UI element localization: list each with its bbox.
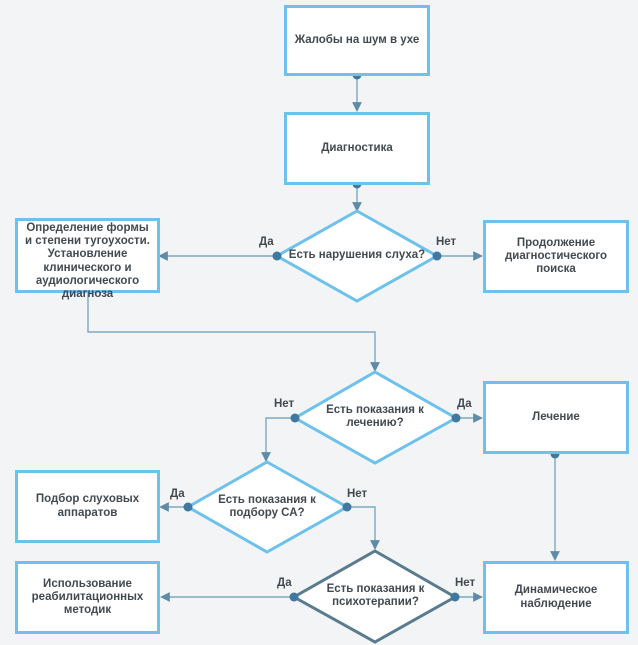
treatment-decision-diamond <box>291 370 460 465</box>
complaint-text: Жалобы на шум в ухе <box>294 33 420 46</box>
hearing-aid-no-label: Нет <box>347 488 368 500</box>
treatment-text: Лечение <box>532 410 580 423</box>
treatment-box: Лечение <box>483 381 629 454</box>
hearing-no-label: Нет <box>436 236 457 248</box>
treatment-no-label: Нет <box>274 398 295 410</box>
observation-box: Динамическое наблюдение <box>483 561 629 634</box>
connector-dot <box>342 502 352 512</box>
connector-dot <box>432 251 442 261</box>
diagnostics-box: Диагностика <box>284 112 430 185</box>
complaint-box: Жалобы на шум в ухе <box>284 5 430 76</box>
link-aid-no <box>347 506 380 550</box>
treatment-yes-label: Да <box>457 398 472 410</box>
treatment-question-text: Есть показания к лечению? <box>326 404 424 430</box>
connector-dot <box>450 592 460 602</box>
psychotherapy-question-text: Есть показания к психотерапии? <box>326 583 425 609</box>
determine-diagnosis-box: Определение формы и степени тугоухости. … <box>15 218 160 300</box>
rehab-box: Использование реабилитационных методик <box>15 561 160 634</box>
hearing-aid-decision-diamond <box>184 460 351 554</box>
rehab-text: Использование реабилитационных методик <box>31 577 144 617</box>
psychotherapy-decision-diamond <box>290 549 459 644</box>
observation-text: Динамическое наблюдение <box>514 584 598 610</box>
connector-dot <box>183 502 193 512</box>
psychotherapy-no-label: Нет <box>455 577 476 589</box>
hearing-question-text: Есть нарушения слуха? <box>288 249 426 261</box>
diagnostics-text: Диагностика <box>321 141 393 154</box>
determine-diagnosis-text: Определение формы и степени тугоухости. … <box>25 222 150 301</box>
connector-dot <box>451 413 461 423</box>
hearing-aid-question-text: Есть показания к подбору СА? <box>218 494 316 520</box>
link-treatment-no <box>261 417 295 462</box>
continue-search-box: Продолжение диагностического поиска <box>483 220 629 293</box>
hearing-decision-diamond <box>273 209 441 303</box>
continue-search-text: Продолжение диагностического поиска <box>504 236 608 276</box>
link-determine-treatment-q <box>87 293 380 372</box>
psychotherapy-yes-label: Да <box>277 577 292 589</box>
connector-dot <box>290 413 300 423</box>
connector-dot <box>289 592 299 602</box>
hearing-aid-yes-label: Да <box>170 488 185 500</box>
hearing-aids-box: Подбор слуховых аппаратов <box>15 470 160 543</box>
hearing-yes-label: Да <box>259 236 274 248</box>
hearing-aids-text: Подбор слуховых аппаратов <box>35 493 140 519</box>
connector-dot <box>272 251 282 261</box>
